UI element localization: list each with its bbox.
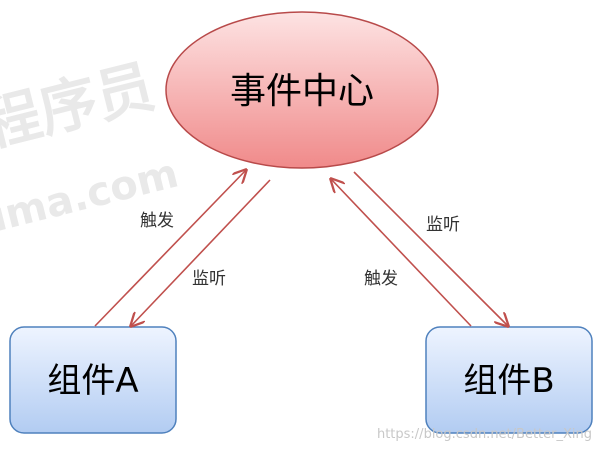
component-a-box — [9, 326, 177, 434]
watermark-brand: 程序员 — [0, 52, 161, 160]
edge-label-a-listen: 监听 — [192, 269, 226, 289]
component-b-node: 组件B — [425, 326, 593, 434]
watermark-url: https://blog.csdn.net/Better_Xing — [377, 427, 592, 442]
arrow-b-trigger — [331, 179, 472, 327]
arrow-a-listen — [131, 179, 271, 326]
edge-label-b-listen: 监听 — [426, 215, 460, 235]
event-center-ellipse — [165, 11, 439, 169]
event-center-label: 事件中心 — [230, 71, 374, 112]
edge-label-a-trigger: 触发 — [140, 211, 174, 231]
event-center-node: 事件中心 — [165, 11, 439, 169]
component-b-label: 组件B — [463, 361, 554, 401]
component-a-node: 组件A — [9, 326, 177, 434]
arrow-a-trigger — [94, 170, 246, 327]
arrow-b-listen — [353, 171, 508, 326]
edge-label-b-trigger: 触发 — [364, 269, 398, 289]
component-a-label: 组件A — [47, 361, 138, 401]
